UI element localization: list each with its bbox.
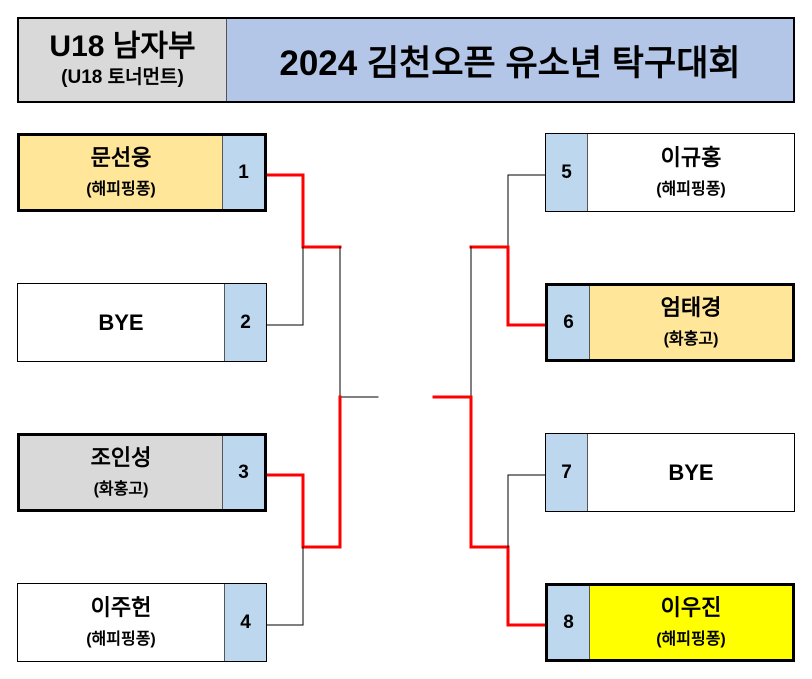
player-cell: BYE xyxy=(18,284,224,361)
player-name: 문선웅 xyxy=(90,144,152,170)
player-name: 이규홍 xyxy=(660,144,722,170)
player-club: (해피핑퐁) xyxy=(656,180,726,198)
slot-4: 이주헌 (해피핑퐁) 4 xyxy=(17,583,267,662)
slot-5: 5 이규홍 (해피핑퐁) xyxy=(545,133,795,212)
player-name: BYE xyxy=(668,459,714,485)
player-cell: 이규홍 (해피핑퐁) xyxy=(588,134,794,211)
seed-number: 5 xyxy=(546,134,588,211)
player-name: BYE xyxy=(98,309,144,335)
player-name: 이우진 xyxy=(660,594,722,620)
format-label: (U18 토너먼트) xyxy=(61,67,184,88)
player-club: (화홍고) xyxy=(663,330,719,348)
player-name: 조인성 xyxy=(90,444,152,470)
slot-7: 7 BYE xyxy=(545,433,795,512)
slot-6: 6 엄태경 (화홍고) xyxy=(545,283,795,362)
player-club: (해피핑퐁) xyxy=(86,630,156,648)
line-3-advance xyxy=(264,395,342,549)
line-4 xyxy=(265,546,304,626)
player-cell: BYE xyxy=(588,434,794,511)
division-cell: U18 남자부 (U18 토너먼트) xyxy=(19,19,227,101)
slot-3: 조인성 (화홍고) 3 xyxy=(17,433,267,512)
seed-number: 6 xyxy=(548,286,590,359)
seed-number: 8 xyxy=(548,586,590,659)
player-cell: 조인성 (화홍고) xyxy=(20,436,222,509)
line-5 xyxy=(507,174,546,248)
player-club: (해피핑퐁) xyxy=(656,630,726,648)
division-label: U18 남자부 xyxy=(49,30,196,63)
line-2 xyxy=(265,246,304,326)
line-8-advance xyxy=(432,395,547,627)
player-cell: 이주헌 (해피핑퐁) xyxy=(18,584,224,661)
player-cell: 문선웅 (해피핑퐁) xyxy=(20,136,222,209)
title-header: U18 남자부 (U18 토너먼트) 2024 김천오픈 유소년 탁구대회 xyxy=(17,17,795,103)
seed-number: 2 xyxy=(224,284,266,361)
slot-2: BYE 2 xyxy=(17,283,267,362)
player-cell: 이우진 (해피핑퐁) xyxy=(590,586,792,659)
slot-8: 8 이우진 (해피핑퐁) xyxy=(545,583,795,662)
player-club: (해피핑퐁) xyxy=(86,180,156,198)
player-name: 엄태경 xyxy=(660,294,722,320)
tournament-title: 2024 김천오픈 유소년 탁구대회 xyxy=(227,19,793,101)
player-cell: 엄태경 (화홍고) xyxy=(590,286,792,359)
seed-number: 3 xyxy=(222,436,264,509)
line-6-advance xyxy=(469,245,547,327)
seed-number: 7 xyxy=(546,434,588,511)
slot-1: 문선웅 (해피핑퐁) 1 xyxy=(17,133,267,212)
seed-number: 1 xyxy=(222,136,264,209)
line-1-advance xyxy=(264,173,342,249)
line-semi-top-left xyxy=(339,246,379,398)
line-7 xyxy=(507,474,546,548)
seed-number: 4 xyxy=(224,584,266,661)
player-club: (화홍고) xyxy=(93,480,149,498)
player-name: 이주헌 xyxy=(90,594,152,620)
